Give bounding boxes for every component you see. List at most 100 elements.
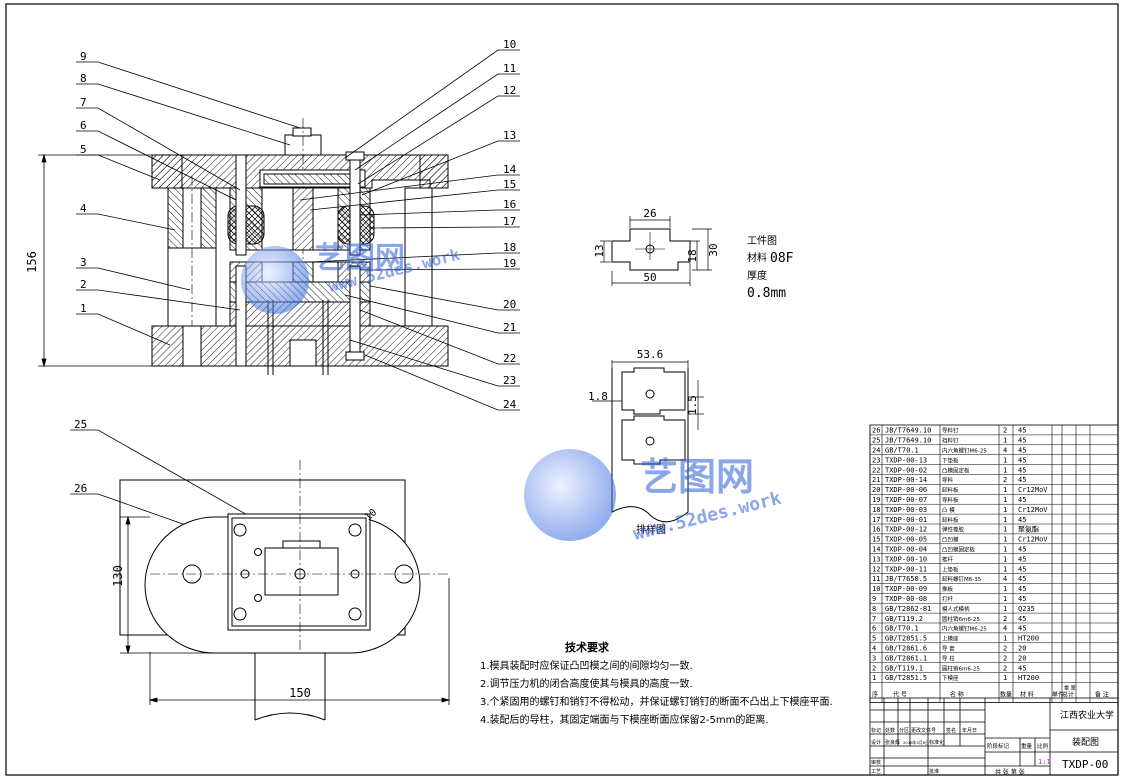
leader-22: 22 [503,352,516,365]
leader-18: 18 [503,241,516,254]
bom-cell: GB/T70.1 [885,447,919,455]
bom-cell: 2 [1003,664,1007,672]
bom-cell: 24 [872,447,880,455]
row-label-date: 年月日 [962,727,977,734]
bom-cell: 内六角螺钉M6-25 [942,447,987,455]
dim-26-text: 26 [643,207,656,220]
bom-cell: 26 [872,427,880,435]
bom-cell: 20 [872,486,880,494]
bom-cell: TXDP-00-12 [885,526,927,534]
bom-cell: 模人式模柄 [942,605,970,613]
bom-cell: 20 [1018,645,1026,653]
bom-cell: 导料板 [942,496,959,504]
bom-cell: GB/T119.2 [885,615,923,623]
bom-cell: 45 [1018,575,1026,583]
bom-cell: 13 [872,555,880,563]
sheet-border [5,3,1119,776]
bom-cell: 凸模固定板 [942,466,970,474]
bom-cell: 挡料钉 [942,437,959,445]
leader-8: 8 [80,72,87,85]
craft-label: 工艺 [871,769,881,775]
leader-13: 13 [503,129,516,142]
dim-130 [120,515,215,655]
dim-18-text: 18 [686,249,699,262]
workpiece-thickness-label: 厚度 [747,269,767,282]
row-label-mark: 标记 [871,727,881,734]
leader-23: 23 [503,374,516,387]
dim-strip-gap1: 1.8 [588,390,608,403]
leader-2: 2 [80,278,87,291]
bom-cell: GB/T2861.6 [885,645,927,653]
leader-20: 20 [503,298,516,311]
bom-cell: TXDP-00-09 [885,585,927,593]
bom-cell: 45 [1018,625,1026,633]
leader-24: 24 [503,398,517,411]
dim-30-text: 30 [707,243,720,256]
bom-cell: TXDP-00-07 [885,496,927,504]
bom-cell: GB/T2861.1 [885,654,927,662]
tech-item-4: 4.装配后的导柱，其固定端面与下模座断面应保留2-5mm的距离. [480,713,769,726]
bom-cell: 16 [872,526,880,534]
bom-cell: 导 柱 [942,654,955,662]
dim-156-text: 156 [25,251,39,273]
strip-title: 排样图 [636,523,666,536]
bom-cell: 1 [1003,526,1007,534]
bom-cell: 25 [872,437,880,445]
bom-cell: 1 [1003,565,1007,573]
leader-19: 19 [503,257,516,270]
bom-header-cell: 代 号 [893,690,907,698]
bom-cell: GB/T119.1 [885,664,923,672]
title-sheet-label: 共 张 第 张 [995,768,1025,776]
bom-cell: 上模座 [942,635,959,643]
dim-150 [148,578,451,705]
bom-cell: TXDP-00-14 [885,476,927,484]
bom-cell: 45 [1018,447,1026,455]
leader-16: 16 [503,198,516,211]
bom-cell: 下垫板 [942,456,959,464]
bom-cell: 45 [1018,595,1026,603]
bom-header-weight: 重 量 [1064,684,1076,691]
bom-cell: 15 [872,536,880,544]
bom-cell: 卸料板 [942,516,959,524]
bom-cell: 2 [1003,654,1007,662]
bom-cell: 3 [872,654,876,662]
title-school: 江西农业大学 [1060,709,1114,721]
bom-cell: TXDP-00-01 [885,516,927,524]
bom-cell: 1 [1003,674,1007,682]
bom-cell: 下模座 [942,674,959,682]
leader-1: 1 [80,302,87,315]
globe-logo-icon-2 [524,449,616,541]
bom-cell: 45 [1018,585,1026,593]
bom-cell: 45 [1018,437,1026,445]
approve-label: 批准 [929,768,939,775]
bom-header-cell: 序 [872,690,878,698]
bom-cell: 1 [1003,585,1007,593]
bom-cell: 导 套 [942,645,955,653]
bom-cell: 内六角螺钉M6-25 [942,625,987,633]
bom-cell: 45 [1018,516,1026,524]
bom-cell: 圆柱销6m6-25 [942,615,980,623]
standard-label: 标准化 [929,739,944,746]
bom-cell: GB/T2851.5 [885,674,927,682]
design-label: 设计 [871,739,881,746]
workpiece-drawing [600,216,712,286]
bom-cell: HT200 [1018,674,1039,682]
bom-cell: 45 [1018,456,1026,464]
bom-header-cell: 单件 [1052,690,1064,698]
dim-13-text: 13 [593,244,606,257]
leader-3: 3 [80,256,87,269]
title-block [869,697,1119,776]
bom-cell: 45 [1018,565,1026,573]
bom-cell: 18 [872,506,880,514]
bom-cell: 1 [1003,605,1007,613]
leader-6: 6 [80,119,87,132]
bom-cell: 1 [1003,496,1007,504]
bom-cell: 4 [1003,575,1007,583]
bom-cell: 45 [1018,615,1026,623]
bom-cell: Cr12MoV [1018,486,1048,494]
bom-cell: 2 [1003,615,1007,623]
leader-12: 12 [503,84,516,97]
bom-cell: 45 [1018,546,1026,554]
review-label: 审核 [871,759,881,766]
dim-150-text: 150 [289,686,311,700]
